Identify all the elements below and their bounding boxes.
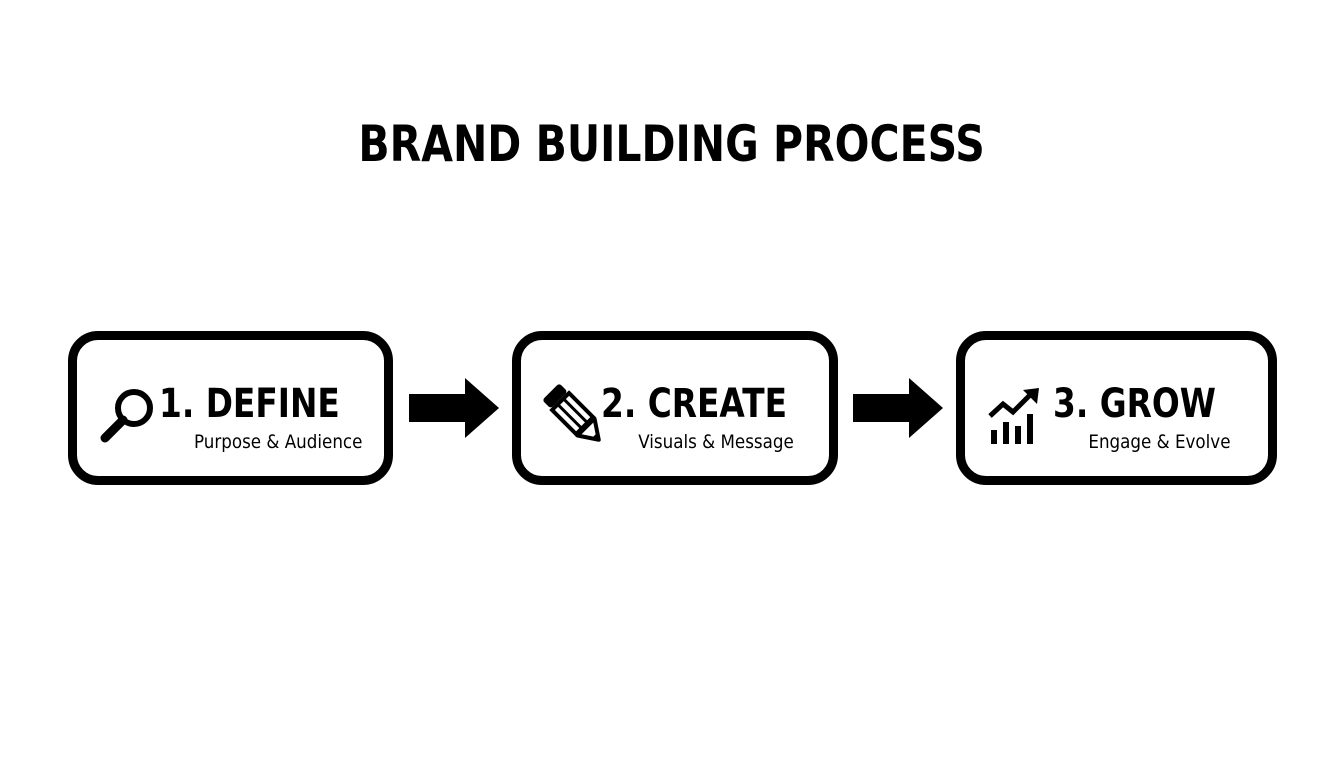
step-subtitle: Engage & Evolve (1087, 431, 1230, 453)
step-heading: 3. GROW (1053, 381, 1216, 427)
pencil-icon (543, 384, 601, 442)
step-create: 2. CREATE Visuals & Message (512, 331, 838, 485)
step-subtitle: Purpose & Audience (193, 431, 362, 453)
step-define: 1. DEFINE Purpose & Audience (68, 331, 393, 485)
diagram-title: BRAND BUILDING PROCESS (358, 115, 985, 173)
right-arrow-icon (409, 378, 499, 438)
step-heading: 1. DEFINE (159, 381, 340, 427)
step-subtitle: Visuals & Message (638, 431, 794, 453)
step-grow: 3. GROW Engage & Evolve (956, 331, 1277, 485)
growth-chart-icon (988, 388, 1039, 444)
step-heading: 2. CREATE (601, 381, 788, 427)
magnifying-glass-icon (100, 389, 153, 443)
right-arrow-icon (853, 378, 943, 438)
